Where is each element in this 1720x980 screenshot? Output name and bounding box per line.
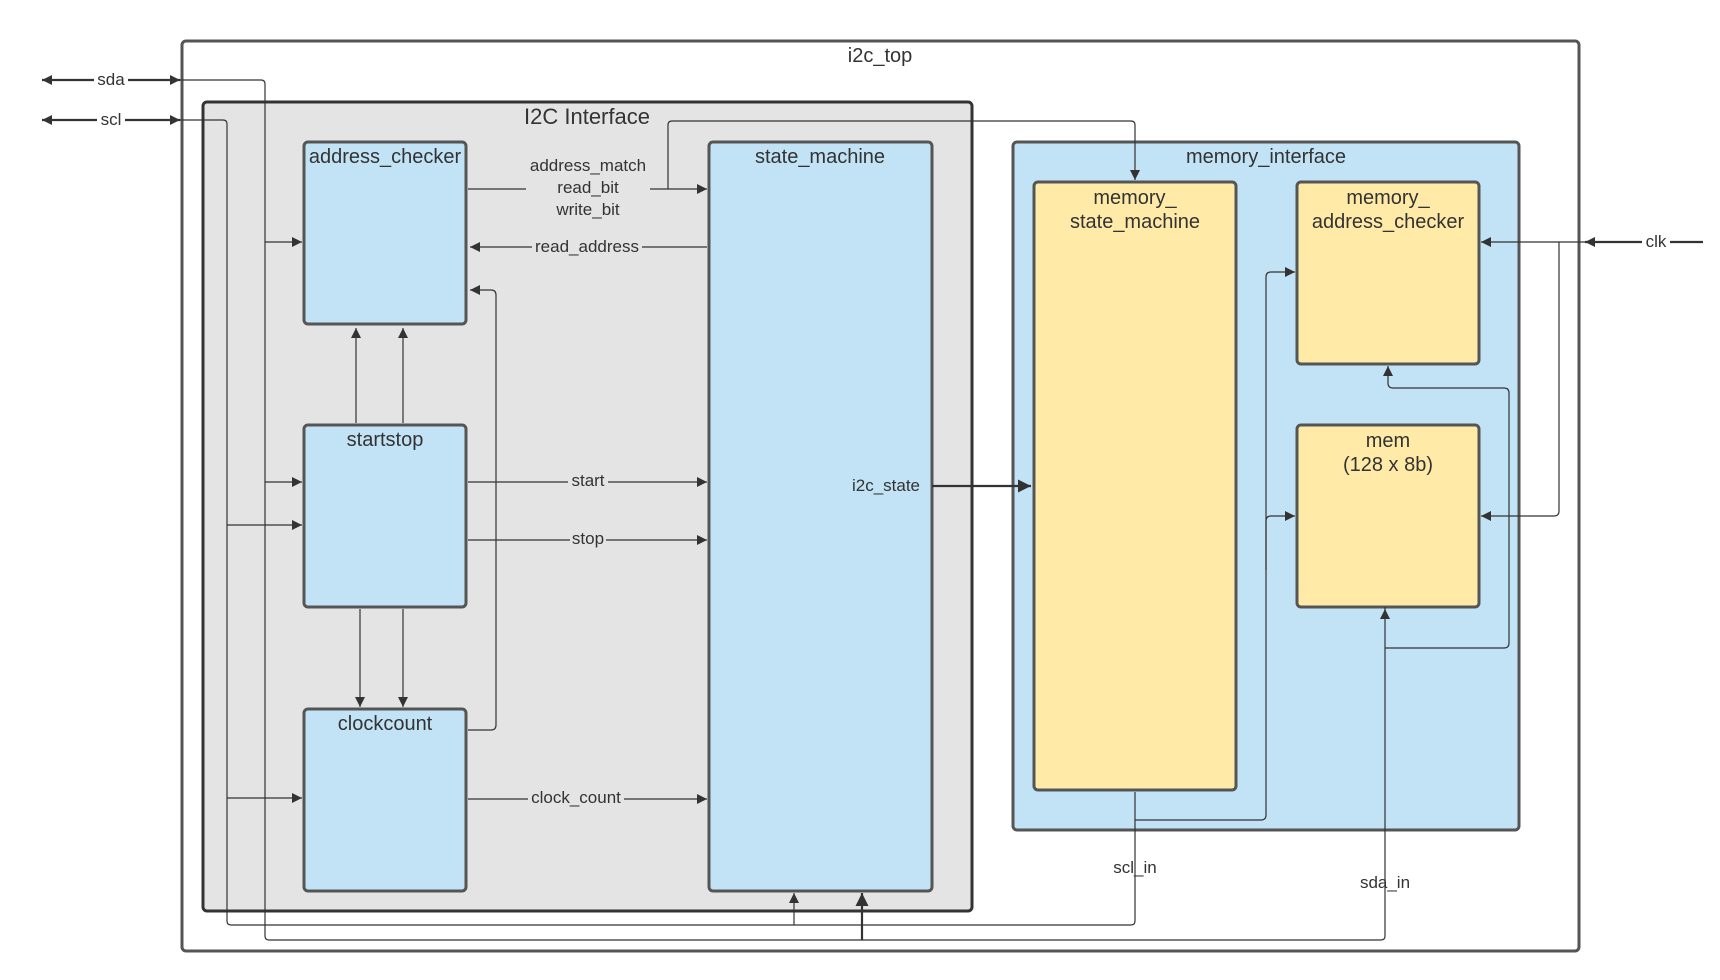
mem-label-line1: mem <box>1366 430 1410 452</box>
address-match-label: address_match <box>530 156 646 175</box>
i2c-top-title: i2c_top <box>848 45 913 67</box>
scl-in-label: scl_in <box>1113 858 1156 877</box>
scl-label: scl <box>101 110 122 129</box>
clk-label: clk <box>1646 232 1667 251</box>
state-machine-block <box>707 140 934 893</box>
i2c-state-label: i2c_state <box>852 476 920 495</box>
read-bit-label: read_bit <box>557 178 619 197</box>
read-address-label: read_address <box>535 237 639 256</box>
sda-wire <box>180 79 1386 941</box>
mem-block <box>1295 423 1481 609</box>
clock-count-label: clock_count <box>531 788 621 807</box>
startstop-block <box>302 423 468 609</box>
memory-address-checker-label-line1: memory_ <box>1346 187 1430 209</box>
memory-state-machine-label-line1: memory_ <box>1093 187 1177 209</box>
state-machine-label: state_machine <box>755 146 885 168</box>
sda-in-label: sda_in <box>1360 873 1410 892</box>
sda-label: sda <box>97 70 125 89</box>
memory-state-machine-block <box>1032 180 1238 792</box>
address-checker-block <box>302 140 468 326</box>
clockcount-to-address-checker-wire <box>468 285 497 731</box>
sda-label-bg <box>94 70 128 88</box>
memory-interface-title: memory_interface <box>1186 146 1346 168</box>
start-label-bg <box>568 472 608 490</box>
start-label: start <box>571 471 604 490</box>
memory-state-machine-label-line2: state_machine <box>1070 211 1200 233</box>
i2c-top-frame <box>180 39 1581 953</box>
stop-label: stop <box>572 529 604 548</box>
clockcount-label: clockcount <box>338 713 433 735</box>
scl-in-to-mem <box>1265 511 1295 570</box>
memory-address-checker-block <box>1295 180 1481 366</box>
mem-to-address-checker-feedback <box>1383 366 1510 649</box>
mem-label-line2: (128 x 8b) <box>1343 454 1433 476</box>
memory-address-checker-label-line2: address_checker <box>1312 211 1465 233</box>
startstop-label: startstop <box>347 429 424 451</box>
state-machine-to-memory-sm-wire <box>667 120 1140 189</box>
address-checker-label: address_checker <box>309 146 462 168</box>
scl-wire <box>180 119 1136 926</box>
write-bit-label: write_bit <box>555 200 620 219</box>
read-address-label-bg <box>532 236 642 256</box>
clk-label-bg <box>1642 232 1670 250</box>
clock-count-label-bg <box>528 789 624 807</box>
clk-bus-wire <box>1481 241 1585 521</box>
stop-label-bg <box>570 530 606 548</box>
scl-label-bg <box>97 110 125 128</box>
clockcount-block <box>302 707 468 893</box>
i2c-interface-title: I2C Interface <box>524 104 650 129</box>
